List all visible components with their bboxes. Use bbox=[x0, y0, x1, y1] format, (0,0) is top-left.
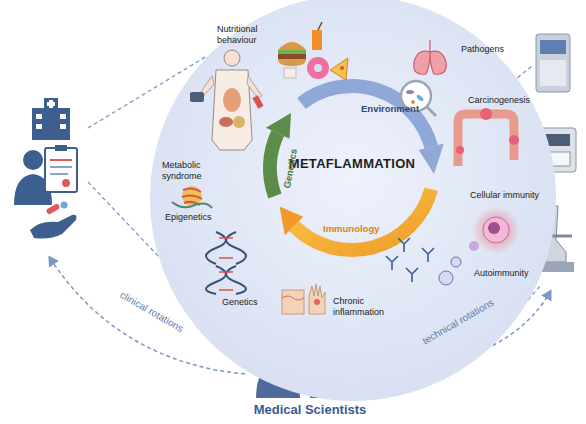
circle-node: METAFLAMMATION bbox=[149, 0, 557, 402]
cell-label: Cellular immunity bbox=[470, 190, 539, 201]
autoimmunity-label: Autoimmunity bbox=[474, 268, 529, 279]
pathogen-label: Pathogens bbox=[461, 44, 504, 55]
center-title: METAFLAMMATION bbox=[289, 156, 415, 171]
cancer-label: Carcinogenesis bbox=[468, 95, 530, 106]
group-label: Medical Scientists bbox=[254, 402, 367, 418]
cycle-label: Immunology bbox=[323, 223, 379, 234]
epigenetics-label: Epigenetics bbox=[165, 212, 212, 223]
inflammation-label: Chronic inflammation bbox=[333, 296, 391, 318]
genetics-label: Genetics bbox=[222, 297, 258, 308]
cycle-label: Environment bbox=[361, 103, 419, 114]
syndrome-label: Metabolic syndrome bbox=[162, 160, 210, 182]
clinician-icon bbox=[14, 98, 77, 239]
metaflammation-circle bbox=[149, 0, 557, 402]
food-label: Nutritional behaviour bbox=[217, 24, 269, 46]
